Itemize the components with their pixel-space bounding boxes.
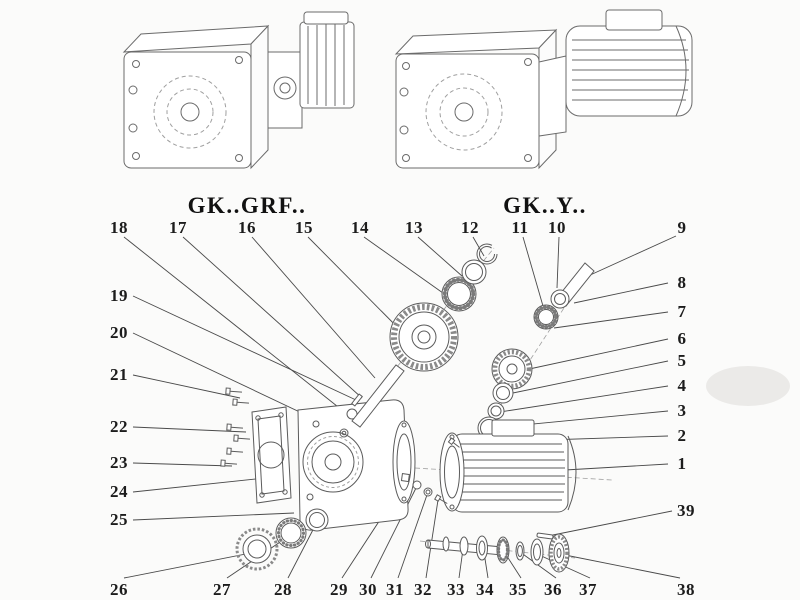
callout-15: 15 bbox=[295, 218, 313, 237]
callout-5: 5 bbox=[677, 351, 687, 370]
housing bbox=[297, 399, 416, 531]
pinion-and-parts bbox=[477, 262, 595, 440]
small-fasteners bbox=[400, 437, 460, 504]
callout-12: 12 bbox=[461, 218, 479, 237]
title-gk-y: GK..Y.. bbox=[503, 193, 587, 218]
callout-27: 27 bbox=[213, 580, 231, 599]
watermark bbox=[706, 366, 790, 406]
callout-23: 23 bbox=[110, 453, 128, 472]
callout-4: 4 bbox=[677, 376, 687, 395]
callout-9: 9 bbox=[677, 218, 687, 237]
callout-26: 26 bbox=[110, 580, 128, 599]
output-shaft-assembly bbox=[425, 532, 570, 573]
callout-14: 14 bbox=[351, 218, 369, 237]
callout-18: 18 bbox=[110, 218, 128, 237]
callout-32: 32 bbox=[414, 580, 432, 599]
callout-35: 35 bbox=[509, 580, 527, 599]
gearbox-drawing-y bbox=[394, 9, 693, 170]
callout-37: 37 bbox=[579, 580, 597, 599]
callout-36: 36 bbox=[544, 580, 562, 599]
callout-29: 29 bbox=[330, 580, 348, 599]
callout-16: 16 bbox=[238, 218, 256, 237]
callout-3: 3 bbox=[677, 401, 687, 420]
title-gk-grf: GK..GRF.. bbox=[187, 193, 307, 218]
callout-39: 39 bbox=[677, 501, 695, 520]
gear-and-bearings bbox=[351, 243, 498, 428]
callout-34: 34 bbox=[476, 580, 494, 599]
callout-33: 33 bbox=[447, 580, 465, 599]
callout-30: 30 bbox=[359, 580, 377, 599]
cover-plate bbox=[251, 406, 292, 504]
callout-17: 17 bbox=[169, 218, 187, 237]
callout-11: 11 bbox=[511, 218, 529, 237]
callout-20: 20 bbox=[110, 323, 128, 342]
shim-rings bbox=[235, 508, 329, 571]
callout-1: 1 bbox=[677, 454, 687, 473]
callout-31: 31 bbox=[386, 580, 404, 599]
callout-38: 38 bbox=[677, 580, 695, 599]
callout-21: 21 bbox=[110, 365, 128, 384]
callout-7: 7 bbox=[677, 302, 687, 321]
callout-28: 28 bbox=[274, 580, 292, 599]
callout-10: 10 bbox=[548, 218, 566, 237]
callout-24: 24 bbox=[110, 482, 128, 501]
callout-13: 13 bbox=[405, 218, 423, 237]
motor bbox=[439, 419, 577, 513]
callout-6: 6 bbox=[677, 329, 687, 348]
exploded-view bbox=[220, 243, 595, 573]
callout-22: 22 bbox=[110, 417, 128, 436]
gearbox-drawing-grf bbox=[122, 11, 355, 170]
mounting-bolts bbox=[220, 387, 250, 467]
callout-2: 2 bbox=[677, 426, 687, 445]
callout-8: 8 bbox=[677, 273, 687, 292]
callout-19: 19 bbox=[110, 286, 128, 305]
callout-25: 25 bbox=[110, 510, 128, 529]
